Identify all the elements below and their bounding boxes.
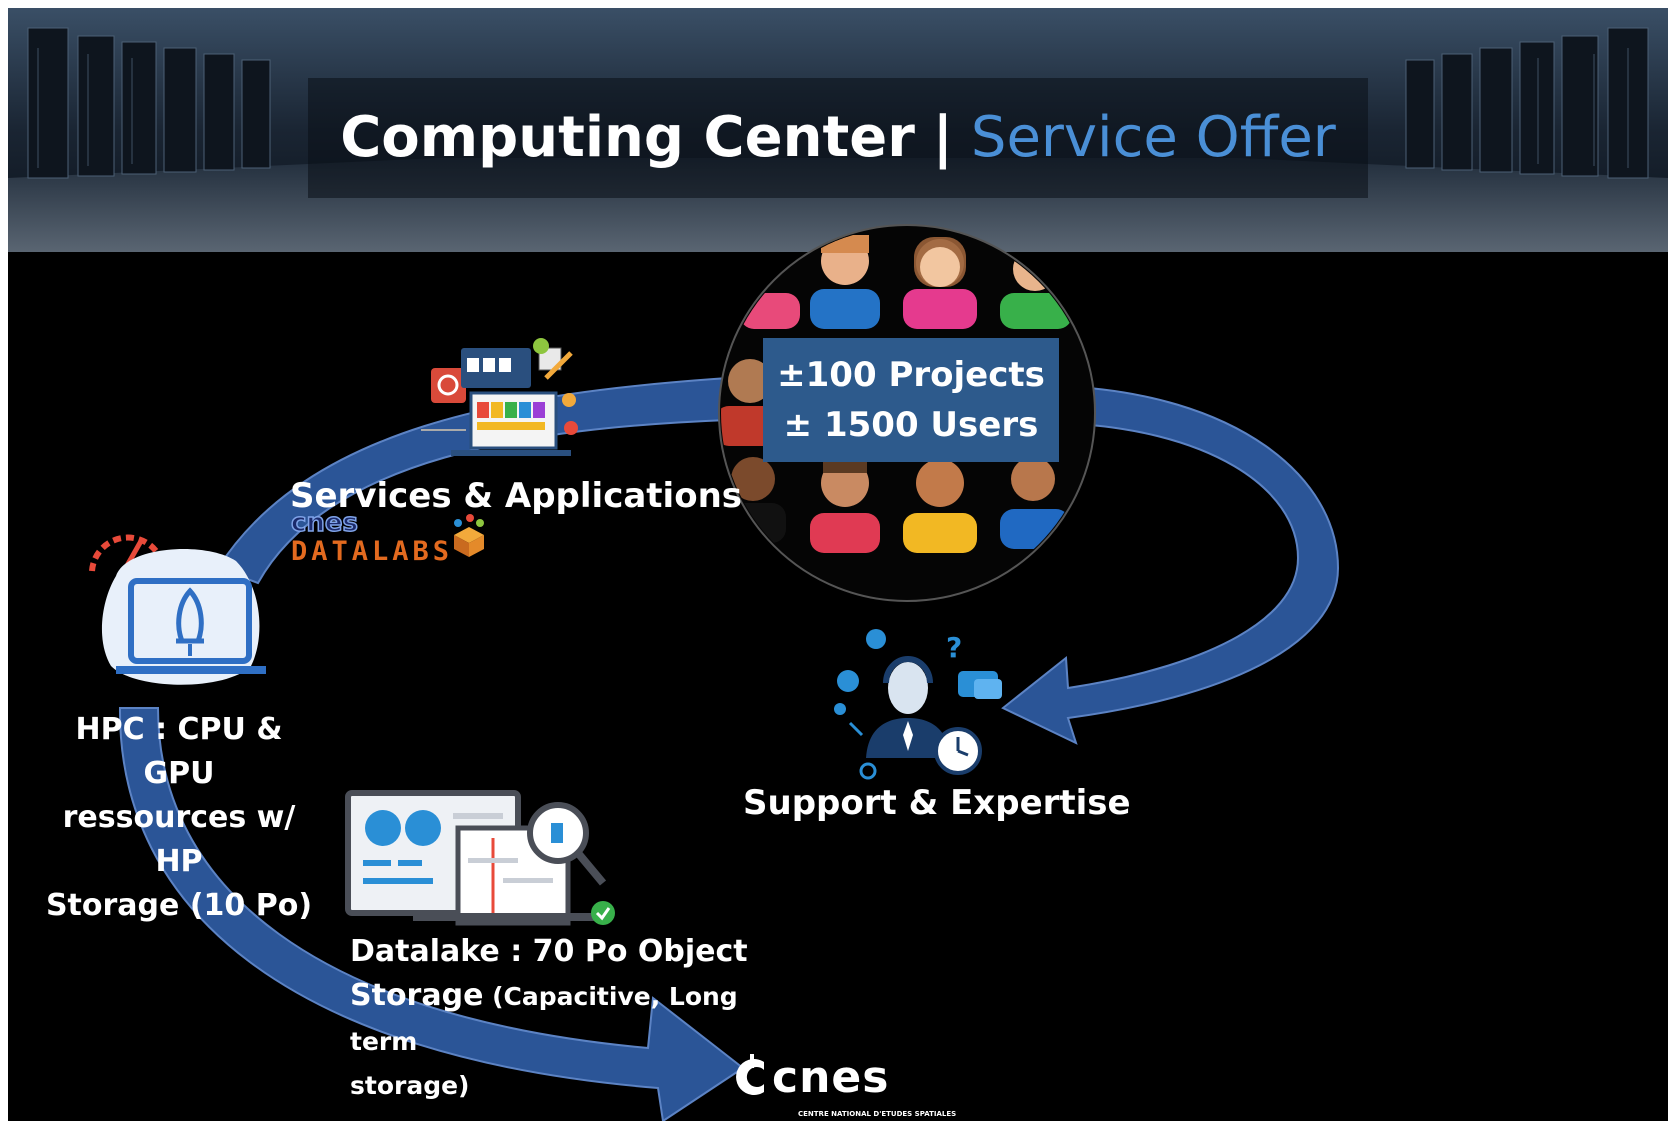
cnes-logo-subtitle: CENTRE NATIONAL D'ETUDES SPATIALES (798, 1110, 957, 1118)
users-count: ± 1500 Users (783, 405, 1039, 445)
datalake-line2-large: Storage (350, 978, 484, 1013)
projects-count: ±100 Projects (777, 355, 1045, 395)
app-dashboard-icon (421, 338, 578, 456)
support-agent-icon: ? (834, 629, 1002, 780)
hpc-line2: ressources w/ HP (62, 800, 296, 879)
svg-text:?: ? (946, 631, 962, 664)
arrow-users-support (1001, 384, 1340, 745)
title-sub: Service Offer (970, 105, 1336, 170)
datalabs-logo: DATALABS (291, 536, 454, 567)
hpc-line3: Storage (10 Po) (45, 888, 313, 923)
page-title: Computing Center | Service Offer (8, 103, 1668, 173)
datalake-label: Datalake : 70 Po Object Storage (Capacit… (350, 930, 790, 1108)
datalabs-cube-icon (454, 514, 484, 557)
cnes-logo-text: cnes (772, 1052, 890, 1103)
support-label: Support & Expertise (743, 783, 1131, 823)
title-separator: | (932, 105, 954, 170)
services-label: Services & Applications (290, 476, 743, 516)
cnes-symbol-icon (736, 1054, 764, 1095)
datalake-line2-small: (Capacitive, Long term (350, 982, 738, 1056)
slide: Computing Center | Service Offer (8, 8, 1668, 1121)
projects-users-box: ±100 Projects ± 1500 Users (763, 338, 1059, 462)
hpc-line1: HPC : CPU & GPU (75, 712, 283, 791)
header-banner: Computing Center | Service Offer (8, 8, 1668, 252)
datalake-line2: Storage (Capacitive, Long term (350, 974, 790, 1064)
hpc-label: HPC : CPU & GPU ressources w/ HP Storage… (44, 708, 314, 928)
datalabs-cnes-logo: cnes (290, 507, 359, 539)
datalake-line3: storage) (350, 1071, 470, 1100)
arrow-hpc-cnes (118, 707, 745, 1121)
datalake-line1: Datalake : 70 Po Object (350, 934, 748, 969)
title-main: Computing Center (340, 105, 915, 170)
datalake-dashboard-icon (345, 790, 615, 926)
server-room-backdrop (8, 8, 1668, 252)
rocket-monitor-icon (89, 534, 266, 685)
